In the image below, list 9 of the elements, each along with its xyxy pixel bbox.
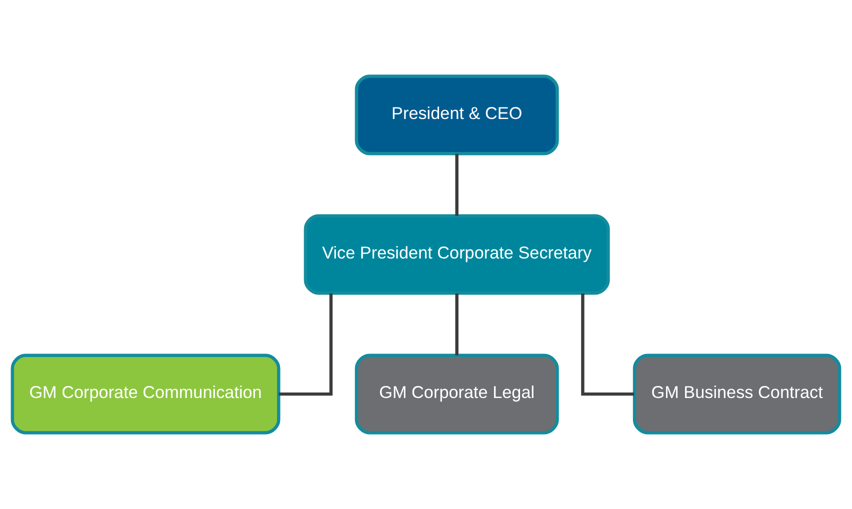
connector <box>455 154 458 216</box>
node-box: GM Corporate Communication <box>10 354 280 434</box>
node-box: GM Business Contract <box>632 354 842 434</box>
connector <box>581 293 634 396</box>
connector <box>278 293 333 396</box>
connector <box>455 293 458 356</box>
node-box: GM Corporate Legal <box>354 354 559 434</box>
node-box: Vice President Corporate Secretary <box>304 214 610 295</box>
node-box: President & CEO <box>354 74 559 156</box>
